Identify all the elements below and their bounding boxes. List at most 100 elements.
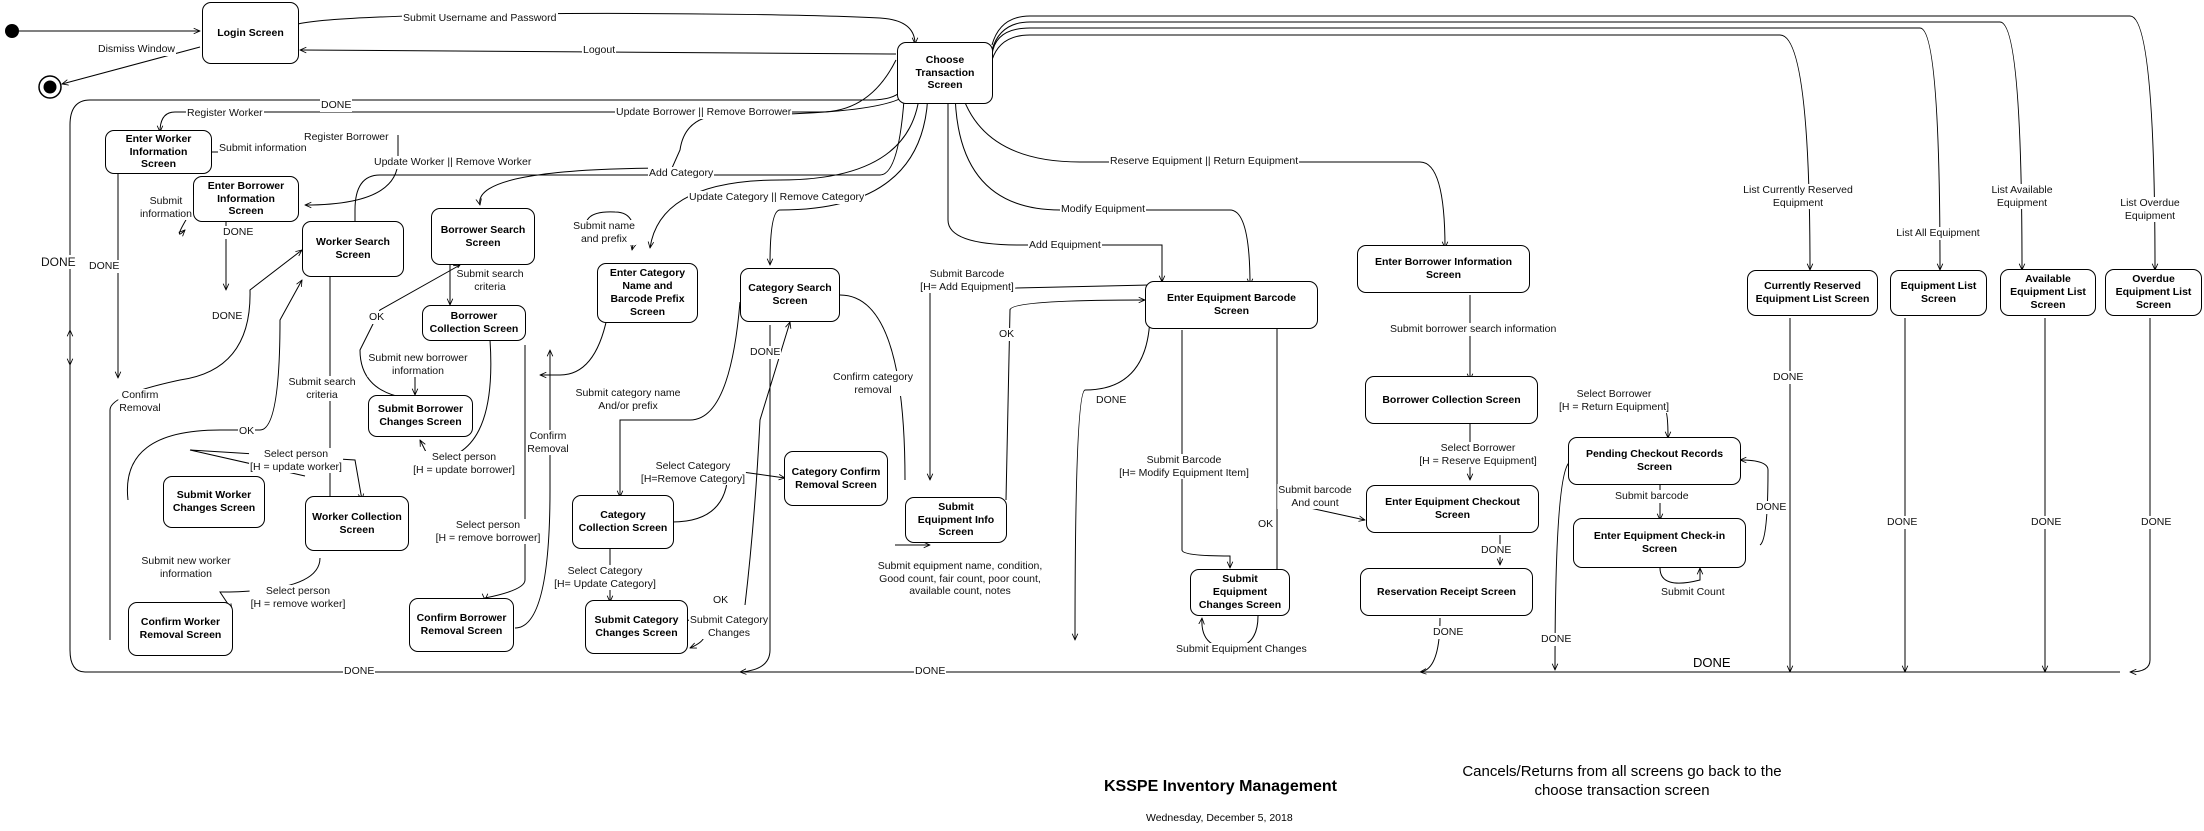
state-borrower-collection-reserve-screen: Borrower Collection Screen	[1365, 376, 1538, 424]
label-list-overdue: List Overdue Equipment	[2119, 197, 2181, 223]
edge-worker-remove	[219, 557, 321, 610]
label-submit-information: Submit information	[218, 142, 308, 155]
label-confirm-removal-borrower: Confirm Removal	[526, 430, 570, 456]
state-enter-equipment-barcode-screen: Enter Equipment Barcode Screen	[1145, 281, 1318, 329]
label-ok-equipment-changes: OK	[1257, 518, 1275, 531]
edge-checkout-self	[1309, 507, 1365, 520]
edge-equipment-done	[1075, 311, 1151, 640]
state-available-equipment-list-screen: Available Equipment List Screen	[2000, 269, 2096, 316]
label-dismiss-window: Dismiss Window	[97, 43, 177, 56]
edge-borrower-remove	[485, 345, 526, 600]
label-ok-equipment-info: OK	[998, 328, 1016, 341]
state-enter-borrower-information-reserve-screen: Enter Borrower Information Screen	[1357, 245, 1530, 293]
label-done-left-big: DONE	[40, 255, 77, 270]
label-select-category-remove: Select Category [H=Remove Category]	[639, 460, 747, 486]
edge-login-final	[62, 46, 201, 84]
label-done-checkout: DONE	[1480, 544, 1513, 557]
label-submit-search-criteria-worker: Submit search criteria	[287, 376, 357, 402]
state-submit-equipment-changes-screen: Submit Equipment Changes Screen	[1190, 569, 1290, 616]
label-select-borrower-reserve: Select Borrower [H = Reserve Equipment]	[1418, 442, 1538, 468]
label-submit-search-criteria-borrower: Submit search criteria	[455, 268, 525, 294]
label-done-overdue-list: DONE	[2140, 516, 2173, 529]
state-borrower-search-screen: Borrower Search Screen	[431, 208, 535, 265]
state-enter-category-name-screen: Enter Category Name and Barcode Prefix S…	[597, 263, 698, 323]
state-overdue-equipment-list-screen: Overdue Equipment List Screen	[2105, 269, 2202, 316]
label-select-person-update-worker: Select person [H = update worker]	[249, 448, 343, 474]
state-category-confirm-removal-screen: Category Confirm Removal Screen	[784, 451, 888, 506]
label-done-top: DONE	[320, 99, 353, 112]
label-add-category: Add Category	[648, 167, 715, 180]
state-currently-reserved-equipment-list-screen: Currently Reserved Equipment List Screen	[1747, 270, 1878, 316]
state-confirm-worker-removal-screen: Confirm Worker Removal Screen	[128, 602, 233, 656]
edge-checkin-self	[1659, 568, 1700, 584]
label-list-all: List All Equipment	[1895, 227, 1981, 240]
label-submit-name-prefix: Submit name and prefix	[572, 220, 636, 246]
state-confirm-borrower-removal-screen: Confirm Borrower Removal Screen	[409, 598, 514, 652]
edge-update-remove-worker	[355, 84, 906, 235]
label-done-equipment: DONE	[1095, 394, 1128, 407]
state-submit-category-changes-screen: Submit Category Changes Screen	[585, 600, 688, 654]
state-enter-borrower-information-screen: Enter Borrower Information Screen	[193, 176, 299, 222]
label-register-worker: Register Worker	[186, 107, 264, 120]
state-worker-search-screen: Worker Search Screen	[302, 221, 404, 277]
label-confirm-category-removal: Confirm category removal	[832, 371, 914, 397]
edge-update-remove-category	[770, 87, 929, 265]
label-done-pending: DONE	[1540, 633, 1573, 646]
final-state-dot	[43, 80, 57, 94]
label-submit-barcode-add: Submit Barcode [H= Add Equipment]	[919, 268, 1015, 294]
edge-equipment-ok	[1005, 300, 1145, 501]
label-ok-category: OK	[712, 594, 730, 607]
edge-register-borrower	[305, 135, 399, 205]
edge-checkin-done	[1740, 460, 1769, 546]
label-select-borrower-return: Select Borrower [H = Return Equipment]	[1557, 388, 1671, 414]
label-done-worker: DONE	[88, 260, 121, 273]
diagram-date: Wednesday, December 5, 2018	[1146, 812, 1293, 824]
edge-list-all	[991, 27, 1940, 270]
edge-category-done	[740, 325, 771, 672]
state-worker-collection-screen: Worker Collection Screen	[305, 496, 409, 551]
diagram-note: Cancels/Returns from all screens go back…	[1462, 763, 1782, 799]
label-update-remove-worker: Update Worker || Remove Worker	[373, 156, 533, 169]
edge-list-overdue	[991, 15, 2155, 270]
label-submit-barcode: Submit barcode	[1614, 490, 1690, 503]
label-done-bottom-left: DONE	[343, 665, 376, 678]
label-list-reserved: List Currently Reserved Equipment	[1742, 184, 1854, 210]
state-reservation-receipt-screen: Reservation Receipt Screen	[1360, 568, 1533, 616]
edge-pending-done	[1555, 461, 1571, 670]
edge-register-worker	[160, 59, 897, 132]
edge-reserve-return	[959, 87, 1445, 248]
label-submit-barcode-and-count: Submit barcode And count	[1277, 484, 1353, 510]
label-done-borrower: DONE	[222, 226, 255, 239]
label-submit-new-borrower: Submit new borrower information	[367, 352, 469, 378]
state-enter-equipment-checkin-screen: Enter Equipment Check-in Screen	[1573, 518, 1746, 568]
edge-category-name-done	[540, 317, 608, 375]
label-select-category-update: Select Category [H= Update Category]	[553, 565, 657, 591]
label-submit-barcode-modify: Submit Barcode [H= Modify Equipment Item…	[1118, 454, 1250, 480]
label-submit-count: Submit Count	[1660, 586, 1726, 599]
label-done-bottom-middle: DONE	[914, 665, 947, 678]
label-select-person-remove-borrower: Select person [H = remove borrower]	[434, 519, 542, 545]
state-category-collection-screen: Category Collection Screen	[572, 495, 674, 549]
label-modify-equipment: Modify Equipment	[1060, 203, 1147, 216]
label-done-checkin: DONE	[1755, 501, 1788, 514]
label-done-reserved-list: DONE	[1772, 371, 1805, 384]
label-submit-borrower-search-info: Submit borrower search information	[1389, 323, 1558, 336]
label-submit-information-2: Submit information	[139, 195, 193, 221]
label-ok-worker: OK	[238, 425, 256, 438]
edge-submit-barcode-add	[930, 284, 1149, 480]
label-done-equipment-list: DONE	[1886, 516, 1919, 529]
state-login-screen: Login Screen	[202, 2, 299, 64]
label-done-category-search: DONE	[749, 346, 782, 359]
label-submit-username-password: Submit Username and Password	[402, 12, 558, 25]
label-update-remove-borrower: Update Borrower || Remove Borrower	[615, 106, 793, 119]
label-update-remove-category: Update Category || Remove Category	[688, 191, 866, 204]
edge-category-confirm	[800, 295, 906, 481]
state-enter-equipment-checkout-screen: Enter Equipment Checkout Screen	[1366, 485, 1539, 533]
label-reserve-return: Reserve Equipment || Return Equipment	[1109, 155, 1300, 168]
edge-add-category	[650, 87, 921, 248]
label-list-available: List Available Equipment	[1990, 184, 2054, 210]
label-done-available-list: DONE	[2030, 516, 2063, 529]
label-submit-new-worker: Submit new worker information	[140, 555, 232, 581]
label-done-worker-search: DONE	[211, 310, 244, 323]
